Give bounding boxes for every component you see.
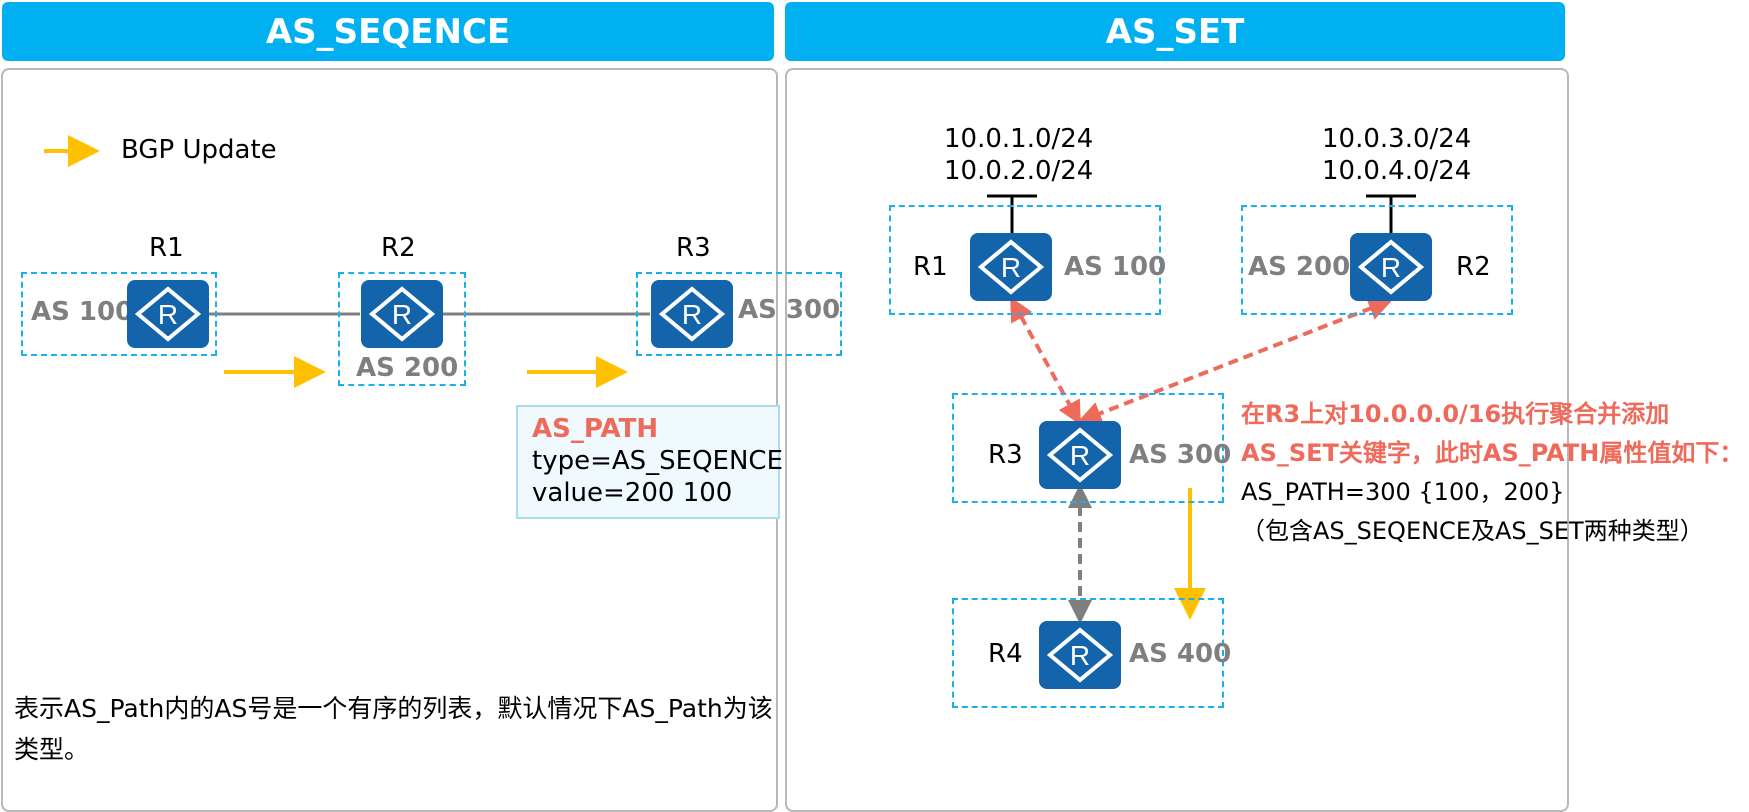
as-label-100: AS 100: [31, 297, 134, 327]
svg-text:R: R: [1381, 252, 1401, 283]
svg-text:R: R: [1001, 252, 1021, 283]
panel-header-as-sequence: AS_SEQENCE: [2, 2, 774, 61]
router-icon: R: [1046, 427, 1114, 483]
router-r3: R: [651, 280, 733, 348]
as-label-300: AS 300: [1129, 440, 1232, 470]
router-label-r1: R1: [149, 233, 184, 263]
description-line-1: 表示AS_Path内的AS号是一个有序的列表，默认情况下AS_Path为该: [14, 694, 773, 723]
r2-networks: 10.0.3.0/24 10.0.4.0/24: [1322, 123, 1472, 187]
annotation-highlight-1: 在R3上对10.0.0.0/16执行聚合并添加: [1241, 400, 1670, 428]
router-label-r4: R4: [988, 639, 1023, 669]
description-text: 表示AS_Path内的AS号是一个有序的列表，默认情况下AS_Path为该 类型…: [14, 688, 773, 770]
annotation-result: AS_PATH=300 {100，200}: [1241, 478, 1565, 506]
panel-title: AS_SEQENCE: [265, 11, 511, 52]
router-r2: R: [361, 280, 443, 348]
as-box-as200: [1241, 205, 1513, 315]
svg-text:R: R: [1070, 640, 1090, 671]
router-icon: R: [658, 286, 726, 342]
as-path-type: type=AS_SEQENCE: [532, 446, 784, 476]
svg-text:R: R: [158, 299, 178, 330]
aggregation-annotation: 在R3上对10.0.0.0/16执行聚合并添加 AS_SET关键字，此时AS_P…: [1241, 395, 1743, 551]
router-icon: R: [977, 239, 1045, 295]
as-path-title: AS_PATH: [532, 414, 659, 444]
as-label-300: AS 300: [738, 295, 841, 325]
annotation-highlight-2: AS_SET关键字，此时AS_PATH属性值如下：: [1241, 439, 1744, 467]
router-icon: R: [1046, 627, 1114, 683]
router-r1: R: [127, 280, 209, 348]
svg-text:R: R: [1070, 440, 1090, 471]
network-prefix: 10.0.4.0/24: [1322, 156, 1472, 186]
panel-header-as-set: AS_SET: [785, 2, 1565, 61]
router-label-r3: R3: [676, 233, 711, 263]
panel-title: AS_SET: [1105, 11, 1245, 52]
as-label-400: AS 400: [1129, 639, 1232, 669]
r1-networks: 10.0.1.0/24 10.0.2.0/24: [944, 123, 1094, 187]
router-icon: R: [1357, 239, 1425, 295]
svg-text:R: R: [682, 299, 702, 330]
annotation-note: （包含AS_SEQENCE及AS_SET两种类型）: [1241, 517, 1704, 545]
legend-label: BGP Update: [121, 135, 277, 165]
as-label-200: AS 200: [356, 353, 459, 383]
network-prefix: 10.0.3.0/24: [1322, 124, 1472, 154]
panel-as-set: [785, 68, 1569, 812]
as-box-as100: [889, 205, 1161, 315]
router-icon: R: [134, 286, 202, 342]
as-path-box: AS_PATH type=AS_SEQENCE value=200 100: [516, 405, 784, 519]
router-icon: R: [368, 286, 436, 342]
as-label-100: AS 100: [1064, 252, 1167, 282]
router-r2: R: [1350, 233, 1432, 301]
as-path-value: value=200 100: [532, 478, 733, 508]
as-box-as300: [636, 272, 842, 356]
network-prefix: 10.0.1.0/24: [944, 124, 1094, 154]
network-prefix: 10.0.2.0/24: [944, 156, 1094, 186]
router-r3: R: [1039, 421, 1121, 489]
description-line-2: 类型。: [14, 735, 90, 764]
router-label-r2: R2: [381, 233, 416, 263]
as-label-200: AS 200: [1248, 252, 1351, 282]
router-r4: R: [1039, 621, 1121, 689]
router-label-r2: R2: [1456, 252, 1491, 282]
as-box-as100: [21, 272, 217, 356]
svg-text:R: R: [392, 299, 412, 330]
router-label-r1: R1: [913, 252, 948, 282]
as-box-as400: [952, 598, 1224, 708]
router-r1: R: [970, 233, 1052, 301]
as-box-as200: [338, 272, 466, 386]
as-box-as300: [952, 393, 1224, 503]
router-label-r3: R3: [988, 440, 1023, 470]
